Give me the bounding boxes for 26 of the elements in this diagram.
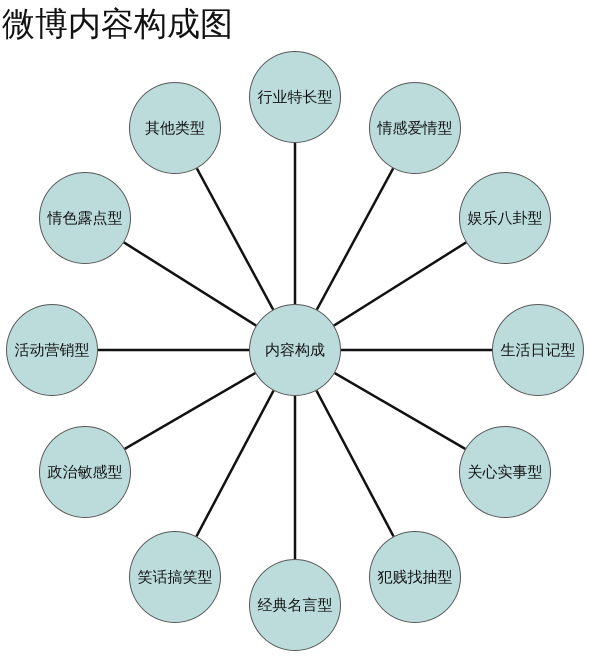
topic-circle: 行业特长型 <box>249 51 341 143</box>
topic-circle: 娱乐八卦型 <box>459 172 551 264</box>
connector-line <box>333 241 467 327</box>
connector-line <box>334 372 466 450</box>
topic-circle: 关心实事型 <box>459 426 551 518</box>
connector-line <box>341 348 492 352</box>
connector-line <box>195 390 275 537</box>
topic-circle: 生活日记型 <box>492 304 584 396</box>
connector-line <box>98 348 249 352</box>
connector-line <box>124 372 256 450</box>
connector-line <box>316 168 394 310</box>
connector-line <box>123 241 257 327</box>
connector-line <box>196 168 274 310</box>
topic-circle: 其他类型 <box>129 82 221 174</box>
title: 微博内容构成图 <box>2 3 233 45</box>
topic-circle: 情色露点型 <box>39 172 131 264</box>
topic-circle: 经典名言型 <box>249 559 341 651</box>
topic-circle: 情感爱情型 <box>369 82 461 174</box>
topic-circle: 犯贱找抽型 <box>369 531 461 623</box>
topic-circle: 笑话搞笑型 <box>129 531 221 623</box>
topic-circle: 内容构成 <box>249 304 341 396</box>
connector-line <box>294 143 296 304</box>
connector-line <box>294 396 296 559</box>
topic-circle: 政治敏感型 <box>39 426 131 518</box>
topic-circle: 活动营销型 <box>6 304 98 396</box>
connector-line <box>315 390 395 537</box>
